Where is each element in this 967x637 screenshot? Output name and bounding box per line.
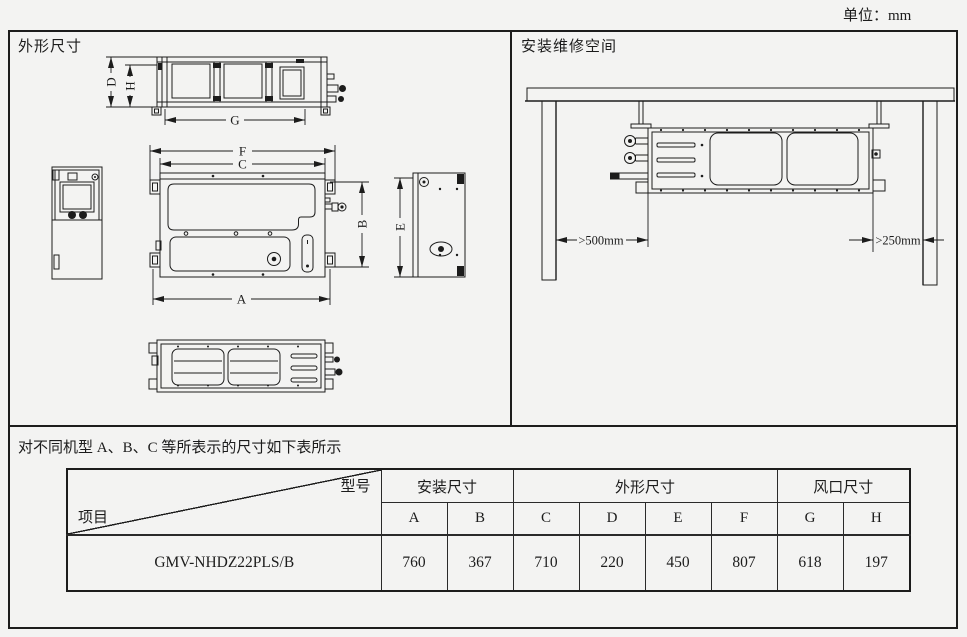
value-E: 450 xyxy=(644,534,712,592)
model-cell: GMV-NHDZ22PLS/B xyxy=(66,534,382,592)
group-header-install: 安装尺寸 xyxy=(380,468,514,503)
value-G: 618 xyxy=(776,534,844,592)
value-B: 367 xyxy=(446,534,514,592)
hanger-rods xyxy=(630,101,890,129)
value-C: 710 xyxy=(512,534,580,592)
table-corner-cell: 型号 项目 xyxy=(66,468,382,536)
col-header-E: E xyxy=(644,502,712,536)
outline-drawings: D H G xyxy=(51,56,466,393)
clearance-dimensions: >500mm >250mm xyxy=(556,193,944,252)
dim-label-D: D xyxy=(104,77,119,86)
value-A: 760 xyxy=(380,534,448,592)
dim-F: F xyxy=(149,144,336,180)
dim-label-C: C xyxy=(238,157,247,172)
service-space-drawing: >500mm >250mm xyxy=(525,87,955,286)
col-header-H: H xyxy=(842,502,911,536)
dimension-note: 对不同机型 A、B、C 等所表示的尺寸如下表所示 xyxy=(18,440,342,456)
col-header-D: D xyxy=(578,502,646,536)
dim-E: E xyxy=(392,177,413,278)
content-frame xyxy=(8,30,958,629)
value-H: 197 xyxy=(842,534,911,592)
left-side-view-drawing xyxy=(51,166,103,280)
group-header-outline: 外形尺寸 xyxy=(512,468,778,503)
clearance-left-label: >500mm xyxy=(578,234,624,248)
table-row: GMV-NHDZ22PLS/B 760 367 710 220 450 807 … xyxy=(66,534,911,592)
dim-label-F: F xyxy=(239,144,246,159)
dim-B: B xyxy=(330,181,370,268)
corner-label-item: 项目 xyxy=(78,510,109,526)
top-view-drawing xyxy=(149,172,347,278)
ceiling-and-walls xyxy=(525,87,955,286)
unit-label: 单位：mm xyxy=(843,8,912,24)
dim-label-G: G xyxy=(230,113,239,128)
col-header-G: G xyxy=(776,502,844,536)
dim-label-E: E xyxy=(393,223,408,231)
service-panel: 安装维修空间 xyxy=(511,27,959,425)
col-header-A: A xyxy=(380,502,448,536)
dim-label-H: H xyxy=(123,81,138,90)
dim-H: H xyxy=(122,64,157,107)
dim-A: A xyxy=(152,269,331,307)
dim-D: D xyxy=(103,56,157,108)
front-view-drawing xyxy=(151,56,346,116)
corner-label-model: 型号 xyxy=(340,479,371,495)
right-side-view-drawing xyxy=(412,172,466,278)
dim-label-A: A xyxy=(237,292,247,307)
col-header-F: F xyxy=(710,502,778,536)
value-D: 220 xyxy=(578,534,646,592)
bottom-view-drawing xyxy=(148,339,343,393)
value-F: 807 xyxy=(710,534,778,592)
panel-divider-vertical xyxy=(510,30,512,427)
col-header-B: B xyxy=(446,502,514,536)
dim-C: C xyxy=(159,157,326,173)
clearance-right-label: >250mm xyxy=(875,234,921,248)
outline-panel: 外形尺寸 xyxy=(8,27,511,425)
panel-divider-horizontal xyxy=(8,425,958,427)
service-panel-title: 安装维修空间 xyxy=(521,39,618,55)
dimension-table: 型号 项目 安装尺寸 外形尺寸 风口尺寸 A B C D E F G H GMV… xyxy=(66,468,912,592)
diagonal-divider xyxy=(68,470,381,534)
outline-panel-title: 外形尺寸 xyxy=(18,39,83,55)
col-header-C: C xyxy=(512,502,580,536)
dim-G: G xyxy=(164,109,306,128)
group-header-outlet: 风口尺寸 xyxy=(776,468,911,503)
unit-bottom-view xyxy=(610,127,886,194)
dim-label-B: B xyxy=(355,219,370,228)
